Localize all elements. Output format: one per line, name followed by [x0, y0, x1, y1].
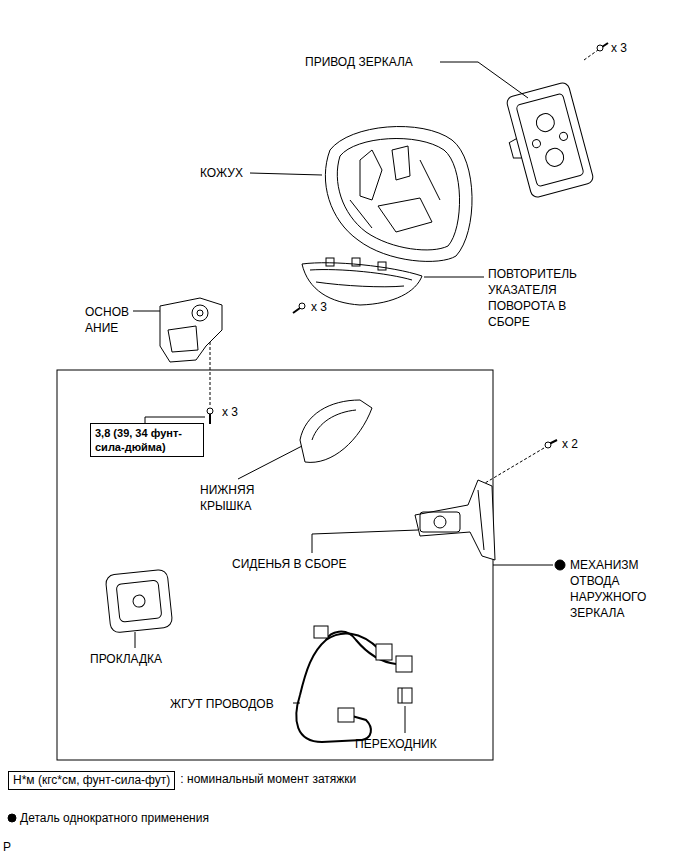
- part-label: ОСНОВ АНИЕ: [85, 304, 137, 336]
- part-label: ПРИВОД ЗЕРКАЛА: [305, 54, 413, 70]
- leader-line: [133, 311, 160, 312]
- leader-line: [312, 530, 418, 553]
- actuator-detail: [509, 139, 522, 160]
- base-detail: [168, 326, 198, 352]
- harness-connector: [314, 626, 328, 638]
- screw-axis: [480, 448, 544, 486]
- adapter-detail: [402, 688, 403, 703]
- part-label: МЕХАНИЗМ ОТВОДА НАРУЖНОГО ЗЕРКАЛА: [570, 557, 674, 621]
- screw-head: [545, 442, 551, 448]
- part-label: ПЕРЕХОДНИК: [355, 736, 437, 752]
- harness-connector: [338, 708, 354, 722]
- box-text: Н*м (кгс*см, фунт-сила-фут): [13, 773, 170, 788]
- cover-inner: [337, 139, 459, 250]
- legend-text: : номинальный момент затяжки: [180, 772, 356, 787]
- cover-rib: [420, 160, 440, 200]
- lower-cover-detail: [312, 410, 356, 440]
- mirror-actuator: [498, 81, 594, 200]
- screw-axis: [210, 342, 211, 406]
- gasket-inner: [116, 580, 162, 622]
- turn-signal-repeater: [302, 258, 422, 305]
- leader-line: [493, 565, 553, 566]
- one-time-part-mark: [555, 560, 565, 570]
- actuator-detail: [532, 139, 542, 149]
- adapter: [398, 688, 412, 703]
- repeater-outline: [302, 263, 422, 305]
- part-label: КОЖУХ: [200, 165, 243, 181]
- screw-head: [207, 408, 213, 414]
- screw-axis: [584, 50, 598, 60]
- leader-line: [238, 446, 302, 479]
- quantity-label: x 3: [222, 404, 238, 420]
- harness-connector: [376, 644, 392, 660]
- part-label: ПРОКЛАДКА: [90, 651, 162, 667]
- screw-shank: [293, 308, 300, 313]
- lower-cover-outline: [300, 400, 372, 462]
- wire-harness: [296, 626, 412, 742]
- repeater-tab: [378, 262, 386, 270]
- cover-ribs: [360, 146, 432, 232]
- screw-symbol: [293, 303, 305, 313]
- harness-wire: [326, 632, 396, 664]
- leader-line: [440, 62, 528, 98]
- actuator-detail: [516, 93, 584, 187]
- base-detail: [192, 305, 208, 321]
- torque-spec-box: 3,8 (39, 34 фунт-сила-дюйма): [90, 423, 204, 457]
- actuator-detail: [534, 112, 556, 134]
- gasket-outline: [105, 569, 173, 633]
- leader-line: [135, 632, 136, 648]
- leader-line: [405, 706, 406, 733]
- gasket-detail: [132, 595, 145, 608]
- figure-code: P: [3, 839, 11, 854]
- screw-symbol: [597, 43, 608, 51]
- actuator-detail: [544, 146, 566, 168]
- lower-cover: [300, 400, 372, 462]
- seat-detail: [420, 512, 460, 532]
- actuator-body: [506, 81, 595, 198]
- actuator-detail: [559, 131, 569, 141]
- screw-symbol: [545, 440, 557, 448]
- cover-rib: [350, 200, 372, 228]
- screw-head: [597, 45, 603, 51]
- adapter-body: [398, 688, 412, 703]
- part-label: ЖГУТ ПРОВОДОВ: [170, 696, 274, 712]
- base-outline: [160, 298, 222, 362]
- repeater-detail: [316, 282, 404, 287]
- part-label: НИЖНЯЯ КРЫШКА: [200, 482, 274, 514]
- legend-text: Деталь однократного применения: [20, 811, 209, 826]
- repeater-tab: [326, 258, 334, 266]
- gasket: [105, 569, 173, 633]
- repeater-detail: [310, 270, 412, 280]
- part-label: ПОВТОРИТЕЛЬ УКАЗАТЕЛЯ ПОВОРОТА В СБОРЕ: [488, 266, 596, 330]
- screw-symbol: [207, 408, 213, 424]
- quantity-label: x 3: [611, 40, 627, 56]
- leader-line: [293, 703, 300, 704]
- one-time-part-mark: [8, 814, 16, 822]
- harness-wire: [300, 633, 380, 695]
- seat-detail: [434, 516, 446, 528]
- quantity-label: x 3: [311, 299, 327, 315]
- cover-outline: [325, 127, 472, 262]
- seat-assembly: [415, 480, 495, 560]
- screw-head: [299, 303, 305, 309]
- quantity-label: x 2: [562, 436, 578, 452]
- legend-sample-box: Н*м (кгс*см, фунт-сила-фут): [8, 771, 175, 790]
- harness-connector: [396, 656, 412, 672]
- mirror-cover: [325, 127, 472, 262]
- base-detail: [197, 310, 203, 316]
- assembly-frame: [57, 370, 493, 760]
- mirror-base: [160, 298, 222, 362]
- seat-detail: [478, 490, 484, 550]
- repeater-tab: [352, 258, 360, 266]
- seat-outline: [415, 480, 495, 560]
- leader-line: [424, 277, 484, 278]
- leader-line: [250, 173, 322, 175]
- harness-wire: [296, 695, 371, 742]
- box-text: 3,8 (39, 34 фунт-сила-дюйма): [95, 426, 199, 454]
- part-label: СИДЕНЬЯ В СБОРЕ: [232, 556, 347, 572]
